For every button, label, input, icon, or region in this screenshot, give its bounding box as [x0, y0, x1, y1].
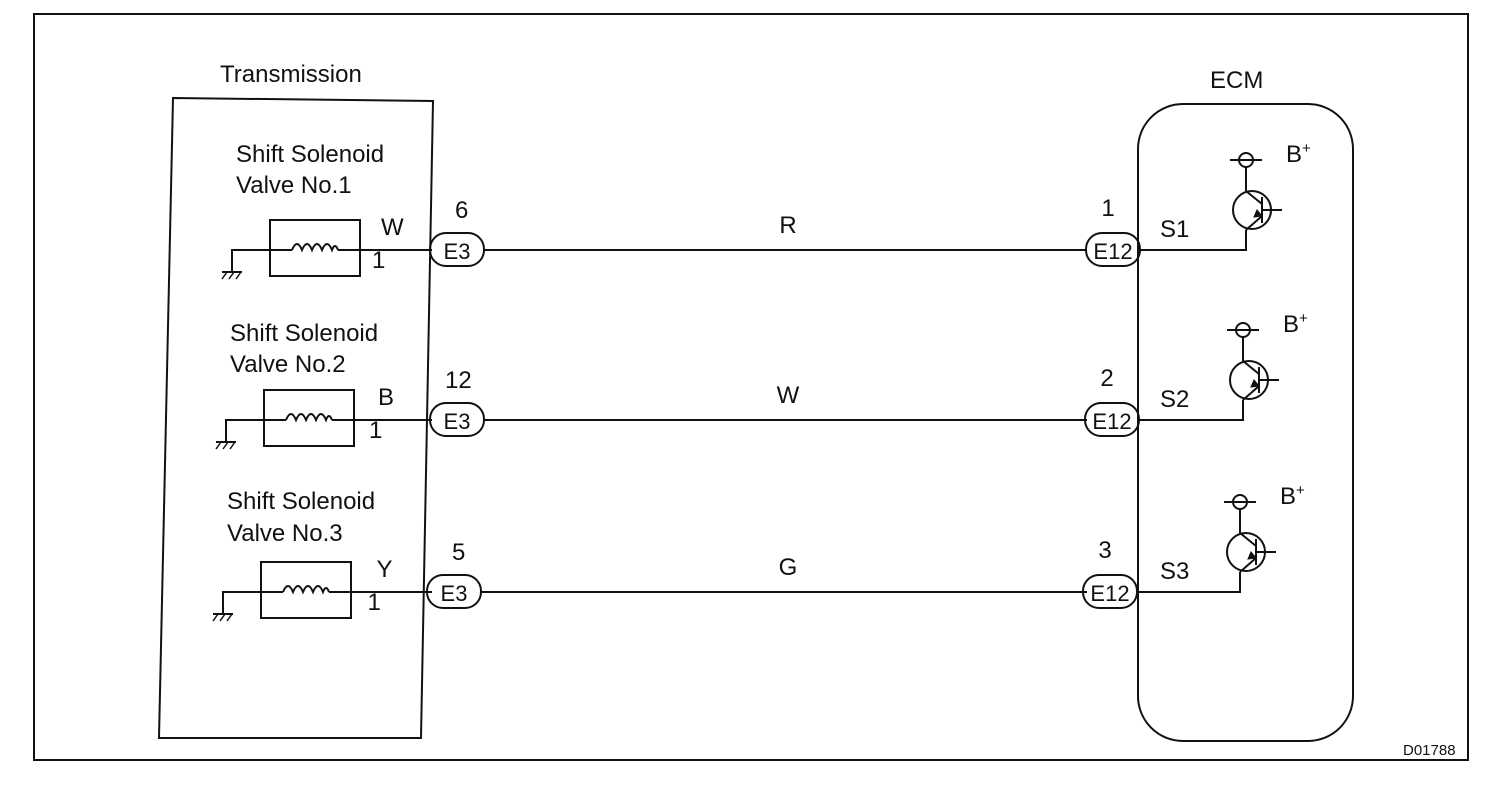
connector-e12-label: E12: [1092, 409, 1131, 434]
valve-pin: 1: [372, 247, 385, 274]
ecm-signal-lead: [1140, 230, 1247, 251]
transistor-base: [1261, 197, 1282, 223]
connector-e12-pin: 3: [1098, 537, 1111, 564]
connector-e12-label: E12: [1093, 239, 1132, 264]
solenoid-box: [263, 389, 355, 447]
coil-icon: [291, 243, 339, 253]
transistor-arrow: [1253, 209, 1263, 218]
transistor-base: [1255, 539, 1276, 565]
connector-e12-pin: 2: [1100, 365, 1113, 392]
valve-name-line1: Shift Solenoid: [230, 320, 378, 347]
connector-e3-label: E3: [441, 581, 468, 606]
supply-label: B+: [1286, 140, 1311, 168]
supply-label: B+: [1283, 310, 1308, 338]
ecm-signal-lead: [1137, 572, 1241, 593]
connector-e3-pin: 5: [452, 539, 465, 566]
transistor-arrow: [1250, 379, 1260, 388]
transistor-base: [1258, 367, 1279, 393]
ecm-signal-label: S2: [1160, 386, 1189, 413]
solenoid-box: [269, 219, 361, 277]
ecm-title: ECM: [1210, 67, 1263, 94]
ground-hatch-icon: [215, 441, 236, 450]
connector-e12-pin: 1: [1101, 195, 1114, 222]
valve-wire-color: B: [378, 384, 394, 411]
valve-name-line2: Valve No.1: [236, 172, 352, 199]
harness-wire-color: G: [779, 554, 798, 581]
valve-pin: 1: [368, 589, 381, 616]
connector-e3-label: E3: [444, 239, 471, 264]
transistor-legs: [1239, 532, 1257, 573]
diagram-frame: [33, 13, 1469, 761]
valve-name-line2: Valve No.3: [227, 520, 343, 547]
transmission-block: Transmission: [157, 61, 435, 739]
ecm-signal-label: S1: [1160, 216, 1189, 243]
ecm-box: [1137, 103, 1354, 742]
valve-pin: 1: [369, 417, 382, 444]
supply-label: B+: [1280, 482, 1305, 510]
ecm-signal-label: S3: [1160, 558, 1189, 585]
ground-lead: [225, 419, 264, 442]
transistor-arrow: [1247, 551, 1257, 560]
ground-lead: [222, 591, 261, 614]
valve-wire-color: Y: [377, 556, 393, 583]
connector-e12-label: E12: [1090, 581, 1129, 606]
ground-lead: [231, 249, 270, 272]
valve-wire-color: W: [381, 214, 404, 241]
solenoid-box: [260, 561, 352, 619]
valve-name-line2: Valve No.2: [230, 351, 346, 378]
connector-e3-label: E3: [444, 409, 471, 434]
harness-wire-color: W: [777, 382, 800, 409]
coil-icon: [282, 585, 330, 595]
valve-name-line1: Shift Solenoid: [236, 141, 384, 168]
harness-wire-color: R: [779, 212, 796, 239]
transistor-legs: [1242, 360, 1260, 401]
transistor-legs: [1245, 190, 1263, 231]
transmission-box: [157, 96, 435, 739]
ecm-signal-lead: [1139, 400, 1244, 421]
transmission-title: Transmission: [220, 61, 362, 88]
ground-hatch-icon: [221, 271, 242, 280]
connector-e3-pin: 12: [445, 367, 472, 394]
valve-name-line1: Shift Solenoid: [227, 488, 375, 515]
ground-hatch-icon: [212, 613, 233, 622]
connector-e3-pin: 6: [455, 197, 468, 224]
diagram-id: D01788: [1403, 742, 1456, 759]
coil-icon: [285, 413, 333, 423]
